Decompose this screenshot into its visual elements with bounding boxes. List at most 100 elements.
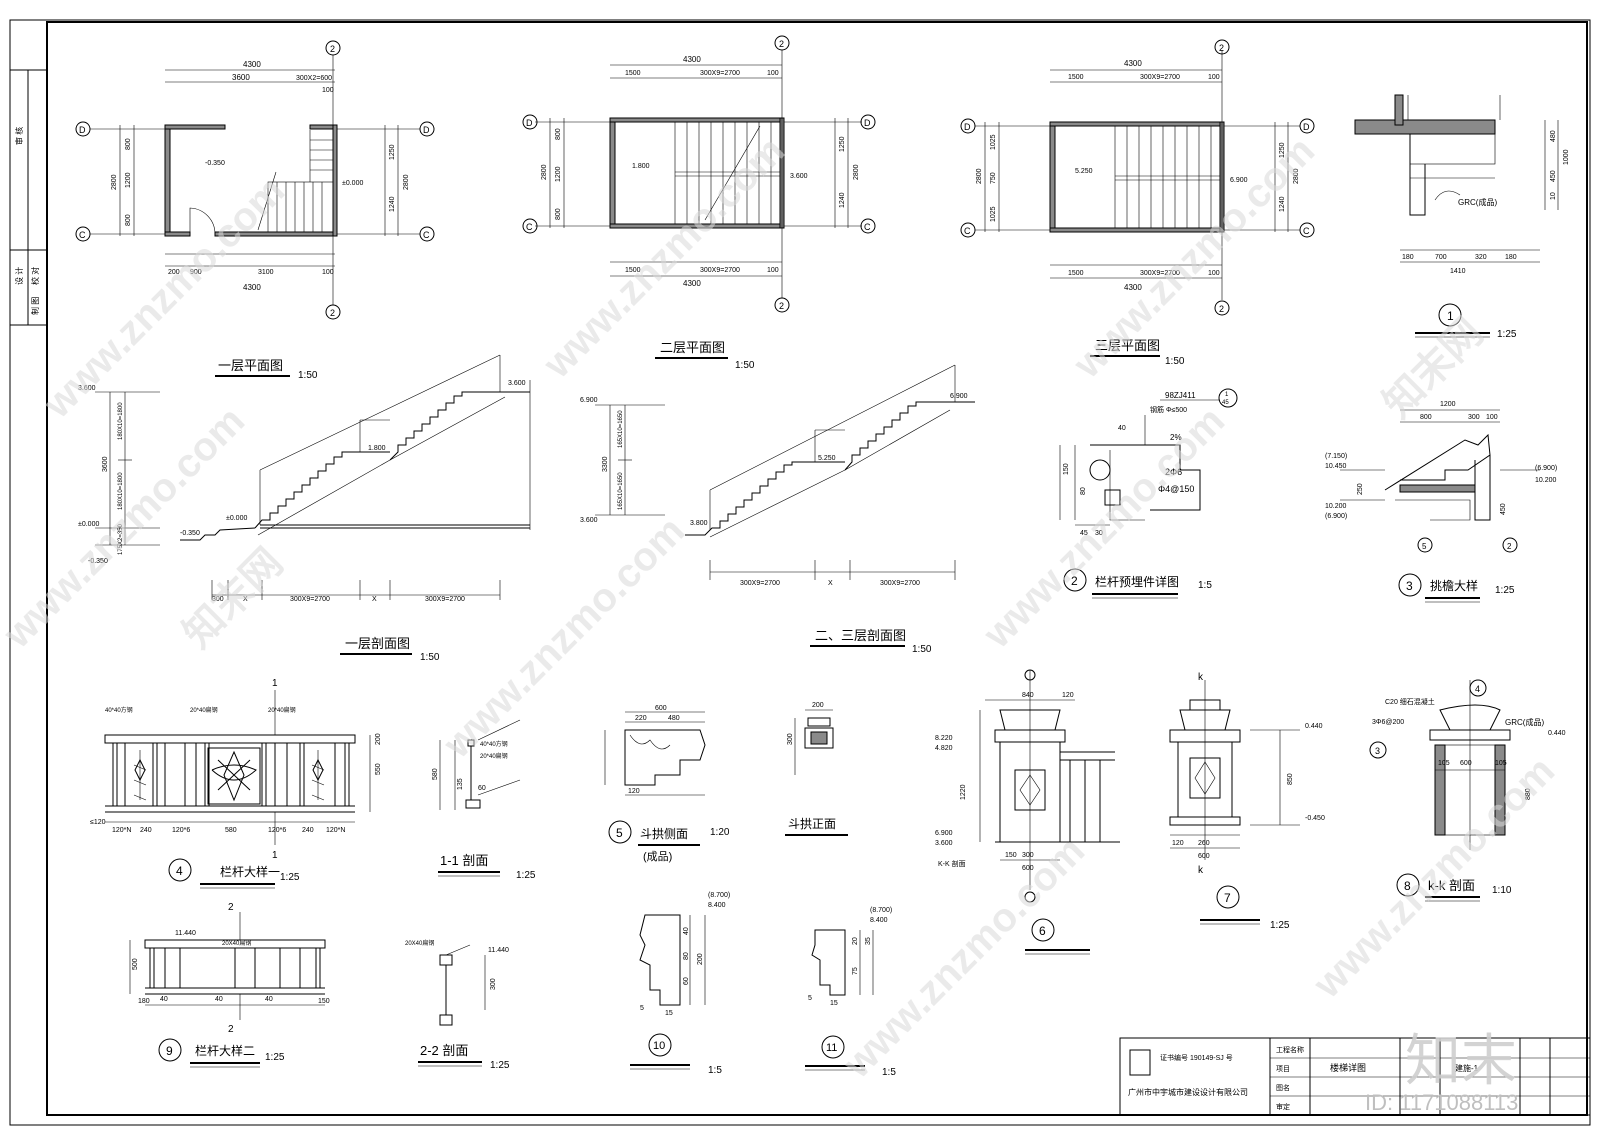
svg-text:2: 2 xyxy=(1071,574,1078,588)
svg-text:2800: 2800 xyxy=(1293,168,1300,184)
section-2-2: 20X40扁钢 11.440 300 2-2 剖面 1:25 xyxy=(405,939,510,1071)
svg-text:-0.350: -0.350 xyxy=(88,558,108,565)
svg-text:2800: 2800 xyxy=(853,164,860,180)
svg-text:105: 105 xyxy=(1495,760,1507,767)
svg-text:300X9=2700: 300X9=2700 xyxy=(700,70,740,77)
svg-text:40: 40 xyxy=(160,996,168,1003)
svg-text:D: D xyxy=(1303,122,1310,132)
svg-text:www.znzmo.com: www.znzmo.com xyxy=(1065,128,1324,387)
svg-text:2: 2 xyxy=(330,308,335,318)
svg-text:2800: 2800 xyxy=(403,174,410,190)
svg-text:1220: 1220 xyxy=(960,784,967,800)
svg-text:220: 220 xyxy=(635,715,647,722)
svg-text:C: C xyxy=(864,222,871,232)
svg-text:1:5: 1:5 xyxy=(1198,580,1212,591)
svg-text:www.znzmo.com: www.znzmo.com xyxy=(435,508,694,767)
svg-text:1025: 1025 xyxy=(990,134,997,150)
svg-text:D: D xyxy=(964,122,971,132)
svg-text:±0.000: ±0.000 xyxy=(226,515,247,522)
svg-text:-0.350: -0.350 xyxy=(180,530,200,537)
svg-text:10.450: 10.450 xyxy=(1325,463,1347,470)
svg-text:1:50: 1:50 xyxy=(298,370,318,381)
svg-text:5.250: 5.250 xyxy=(818,455,836,462)
detail-3-title: 挑檐大样 xyxy=(1430,578,1478,593)
svg-text:C: C xyxy=(526,222,533,232)
svg-text:300X9=2700: 300X9=2700 xyxy=(290,596,330,603)
svg-text:1:5: 1:5 xyxy=(708,1065,722,1076)
svg-text:5.250: 5.250 xyxy=(1075,168,1093,175)
svg-text:4300: 4300 xyxy=(683,55,701,64)
watermark-logo: 知末 xyxy=(1405,1029,1517,1092)
svg-text:C20 细石混凝土: C20 细石混凝土 xyxy=(1385,697,1435,706)
svg-text:4: 4 xyxy=(1475,684,1480,694)
svg-text:10: 10 xyxy=(653,1040,665,1052)
svg-text:3.600: 3.600 xyxy=(580,517,598,524)
svg-text:30: 30 xyxy=(1095,530,1103,537)
svg-text:300X9=2700: 300X9=2700 xyxy=(880,580,920,587)
svg-text:20: 20 xyxy=(852,937,859,945)
svg-text:900: 900 xyxy=(190,269,202,276)
svg-text:3600: 3600 xyxy=(232,73,250,82)
svg-text:60: 60 xyxy=(683,977,690,985)
svg-text:300X9=2700: 300X9=2700 xyxy=(740,580,780,587)
svg-text:C: C xyxy=(423,230,430,240)
svg-text:45: 45 xyxy=(1222,400,1229,406)
svg-text:±0.000: ±0.000 xyxy=(342,180,363,187)
svg-text:100: 100 xyxy=(767,267,779,274)
svg-text:800: 800 xyxy=(125,138,132,150)
svg-text:100: 100 xyxy=(1486,414,1498,421)
svg-text:850: 850 xyxy=(1287,773,1294,785)
svg-text:2: 2 xyxy=(228,1024,234,1035)
svg-text:165X10=1650: 165X10=1650 xyxy=(618,410,624,448)
svg-text:480: 480 xyxy=(1550,130,1557,142)
svg-text:≤120: ≤120 xyxy=(90,819,106,826)
svg-text:100: 100 xyxy=(1208,74,1220,81)
detail-5-front: 200 300 斗拱正面 xyxy=(785,702,848,836)
svg-text:200: 200 xyxy=(812,702,824,709)
svg-text:1250: 1250 xyxy=(1279,142,1286,158)
svg-text:20X40扁钢: 20X40扁钢 xyxy=(405,939,434,947)
svg-text:D: D xyxy=(526,118,533,128)
svg-text:1240: 1240 xyxy=(389,196,396,212)
svg-text:40: 40 xyxy=(1118,425,1126,432)
svg-text:2: 2 xyxy=(779,301,784,311)
svg-text:300X9=2700: 300X9=2700 xyxy=(1140,270,1180,277)
detail-8-title: k-k 剖面 xyxy=(1428,878,1475,893)
svg-text:200: 200 xyxy=(168,269,180,276)
svg-text:-0.350: -0.350 xyxy=(205,160,225,167)
svg-text:1500: 1500 xyxy=(625,70,641,77)
sheet-frame: 审 核 设 计 校 对 制 图 xyxy=(9,19,1591,1126)
svg-text:580: 580 xyxy=(432,768,439,780)
svg-text:D: D xyxy=(79,125,86,135)
svg-text:(8.700): (8.700) xyxy=(708,892,730,899)
svg-text:工程名称: 工程名称 xyxy=(1276,1045,1304,1054)
svg-text:10: 10 xyxy=(1550,192,1557,200)
cert-number: 证书编号 190149-SJ 号 xyxy=(1160,1053,1233,1062)
svg-text:1.800: 1.800 xyxy=(632,163,650,170)
svg-text:8: 8 xyxy=(1404,879,1411,893)
svg-text:3: 3 xyxy=(1375,746,1380,756)
svg-text:GRC(成品): GRC(成品) xyxy=(1458,197,1497,207)
svg-text:3600: 3600 xyxy=(102,456,109,472)
svg-text:1:5: 1:5 xyxy=(882,1067,896,1078)
svg-text:880: 880 xyxy=(1525,788,1532,800)
svg-text:知末网: 知末网 xyxy=(175,540,291,656)
svg-text:240: 240 xyxy=(302,827,314,834)
svg-text:200: 200 xyxy=(375,733,382,745)
svg-text:300X9=2700: 300X9=2700 xyxy=(425,596,465,603)
detail-2-title: 栏杆预埋件详图 xyxy=(1095,574,1179,589)
svg-text:1200: 1200 xyxy=(555,166,562,182)
svg-text:250: 250 xyxy=(1357,483,1364,495)
svg-text:40*40方钢: 40*40方钢 xyxy=(105,706,133,714)
svg-text:180: 180 xyxy=(138,998,150,1005)
svg-text:1:25: 1:25 xyxy=(1495,585,1515,596)
detail-4-title: 栏杆大样一 xyxy=(220,864,280,879)
detail-9-title: 栏杆大样二 xyxy=(195,1043,255,1058)
svg-text:40: 40 xyxy=(265,996,273,1003)
section-floor1-title: 一层剖面图 xyxy=(345,636,410,651)
side-label-4: 制 图 xyxy=(30,297,40,315)
svg-text:1:25: 1:25 xyxy=(490,1060,510,1071)
svg-text:20X40扁钢: 20X40扁钢 xyxy=(222,939,251,947)
svg-text:2Φ6: 2Φ6 xyxy=(1165,467,1182,477)
